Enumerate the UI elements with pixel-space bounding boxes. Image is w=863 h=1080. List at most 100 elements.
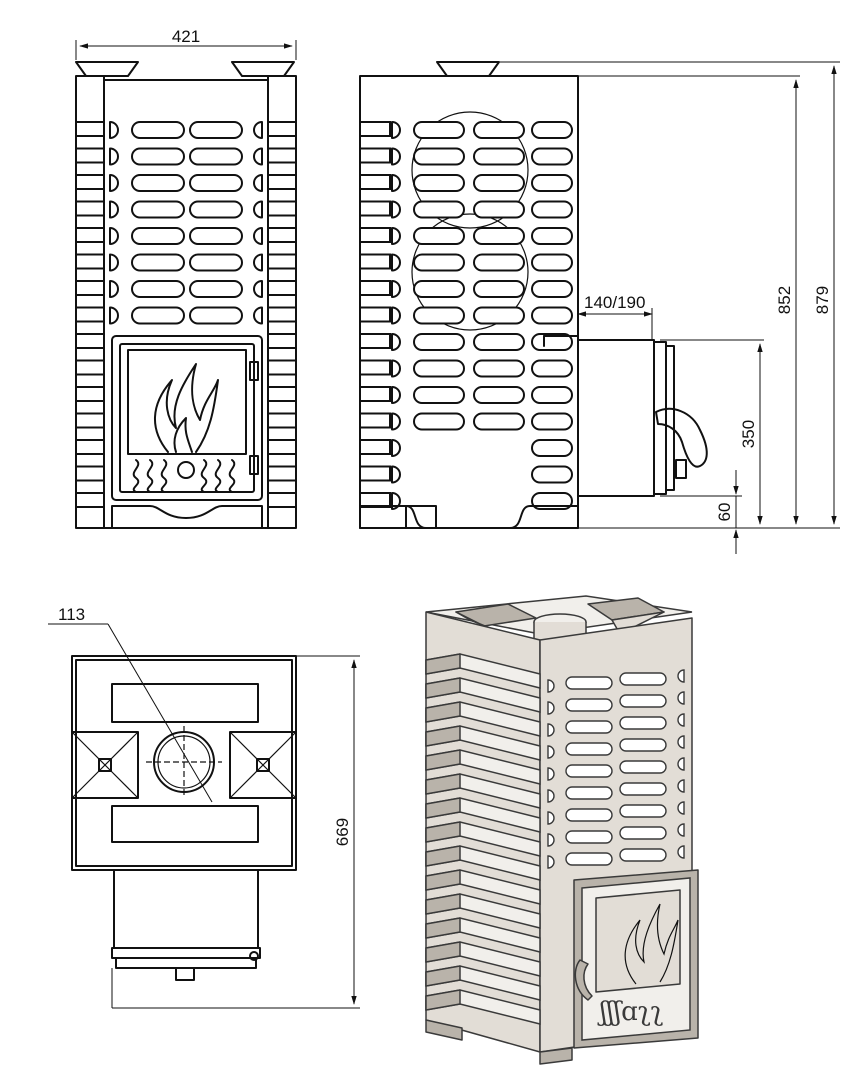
iso-slot-half xyxy=(677,779,685,793)
side-door-panel xyxy=(665,345,675,491)
front-rib-left xyxy=(75,333,105,349)
front-slots xyxy=(109,121,263,325)
iso-slot xyxy=(619,694,667,708)
front-rib-left xyxy=(75,439,105,455)
depth-dimension-label: 669 xyxy=(333,818,352,846)
side-slot xyxy=(473,306,525,325)
front-column-right xyxy=(267,75,297,529)
side-slot xyxy=(413,253,465,272)
side-door-latch xyxy=(675,459,687,479)
front-slot xyxy=(189,280,243,298)
iso-slot xyxy=(565,786,613,800)
front-body xyxy=(103,79,269,529)
iso-slot xyxy=(565,698,613,712)
front-slot xyxy=(189,147,243,166)
iso-slot xyxy=(619,804,667,818)
iso-slot-half xyxy=(547,701,555,715)
side-slot xyxy=(531,359,573,378)
side-slot xyxy=(413,359,465,378)
side-slot-half xyxy=(391,147,401,166)
front-slot xyxy=(131,306,185,325)
side-rib xyxy=(359,412,391,429)
side-slot xyxy=(413,121,465,139)
front-rib-left xyxy=(75,200,105,217)
iso-rib-edge xyxy=(425,965,461,987)
front-door-wave xyxy=(228,459,236,493)
side-slot-half xyxy=(391,280,401,298)
iso-rib-edge xyxy=(425,989,461,1011)
side-view: 140/190 879 852 350 60 xyxy=(359,61,840,554)
front-rib-left xyxy=(75,359,105,376)
side-rib xyxy=(359,174,391,190)
front-rib-left xyxy=(75,306,105,323)
iso-slot-half xyxy=(677,691,685,705)
side-rib xyxy=(359,386,391,402)
front-rib-right xyxy=(267,200,297,217)
top-door-latch xyxy=(175,967,195,981)
iso-rib-edge xyxy=(425,845,461,867)
front-slot xyxy=(131,174,185,192)
iso-rib-edge xyxy=(425,941,461,963)
front-legs xyxy=(111,505,263,529)
front-slot-half xyxy=(109,147,119,166)
front-door-inner xyxy=(119,343,255,493)
iso-slot xyxy=(565,808,613,822)
side-rib xyxy=(359,280,391,296)
front-rib-right xyxy=(267,306,297,323)
front-door-wave xyxy=(146,459,154,493)
iso-door-handle xyxy=(574,959,593,1001)
iso-door-glass xyxy=(595,889,681,993)
side-slot xyxy=(413,174,465,192)
side-rib xyxy=(359,333,391,349)
front-slot-half xyxy=(109,227,119,245)
iso-slot xyxy=(565,742,613,756)
front-slot xyxy=(189,121,243,139)
side-slot xyxy=(473,386,525,404)
front-rib-left xyxy=(75,121,105,137)
front-door xyxy=(111,335,263,501)
iso-slot-half xyxy=(677,735,685,749)
side-slot xyxy=(413,333,465,351)
iso-slot xyxy=(565,852,613,866)
front-rib-left xyxy=(75,386,105,402)
side-slot xyxy=(531,333,573,351)
side-rib xyxy=(359,121,391,137)
iso-slot-half xyxy=(547,767,555,781)
front-rib-left xyxy=(75,412,105,429)
front-slot-half xyxy=(253,174,263,192)
side-rib xyxy=(359,359,391,376)
iso-slot-half xyxy=(677,823,685,837)
front-door-flame-icon xyxy=(154,363,219,453)
front-door-hinge-top xyxy=(249,361,259,381)
front-rib-right xyxy=(267,386,297,402)
iso-slot xyxy=(619,760,667,774)
side-rib xyxy=(359,227,391,243)
front-slot xyxy=(131,227,185,245)
front-rib-left xyxy=(75,465,105,482)
height-879-dimension-label: 879 xyxy=(813,286,832,314)
side-door-frame xyxy=(653,341,667,495)
iso-slot-half xyxy=(547,833,555,847)
side-slot-half xyxy=(391,359,401,378)
front-slot-half xyxy=(109,306,119,325)
side-slot xyxy=(531,200,573,219)
front-rib-right xyxy=(267,280,297,296)
iso-slot xyxy=(619,848,667,862)
side-slot xyxy=(531,227,573,245)
width-dimension-label: 421 xyxy=(172,27,200,46)
side-slots xyxy=(359,121,573,510)
iso-slot xyxy=(565,764,613,778)
iso-rib-edge xyxy=(425,677,461,699)
iso-rib-edge xyxy=(425,701,461,723)
side-slot xyxy=(531,465,573,484)
front-slot-half xyxy=(109,253,119,272)
leg-height-dimension-label: 60 xyxy=(715,503,734,522)
side-slot-half xyxy=(391,306,401,325)
side-slot xyxy=(531,306,573,325)
side-slot xyxy=(413,147,465,166)
side-slot-half xyxy=(391,121,401,139)
iso-slot-half xyxy=(547,789,555,803)
side-rib xyxy=(359,439,391,455)
front-slot-half xyxy=(109,280,119,298)
front-slot xyxy=(189,306,243,325)
